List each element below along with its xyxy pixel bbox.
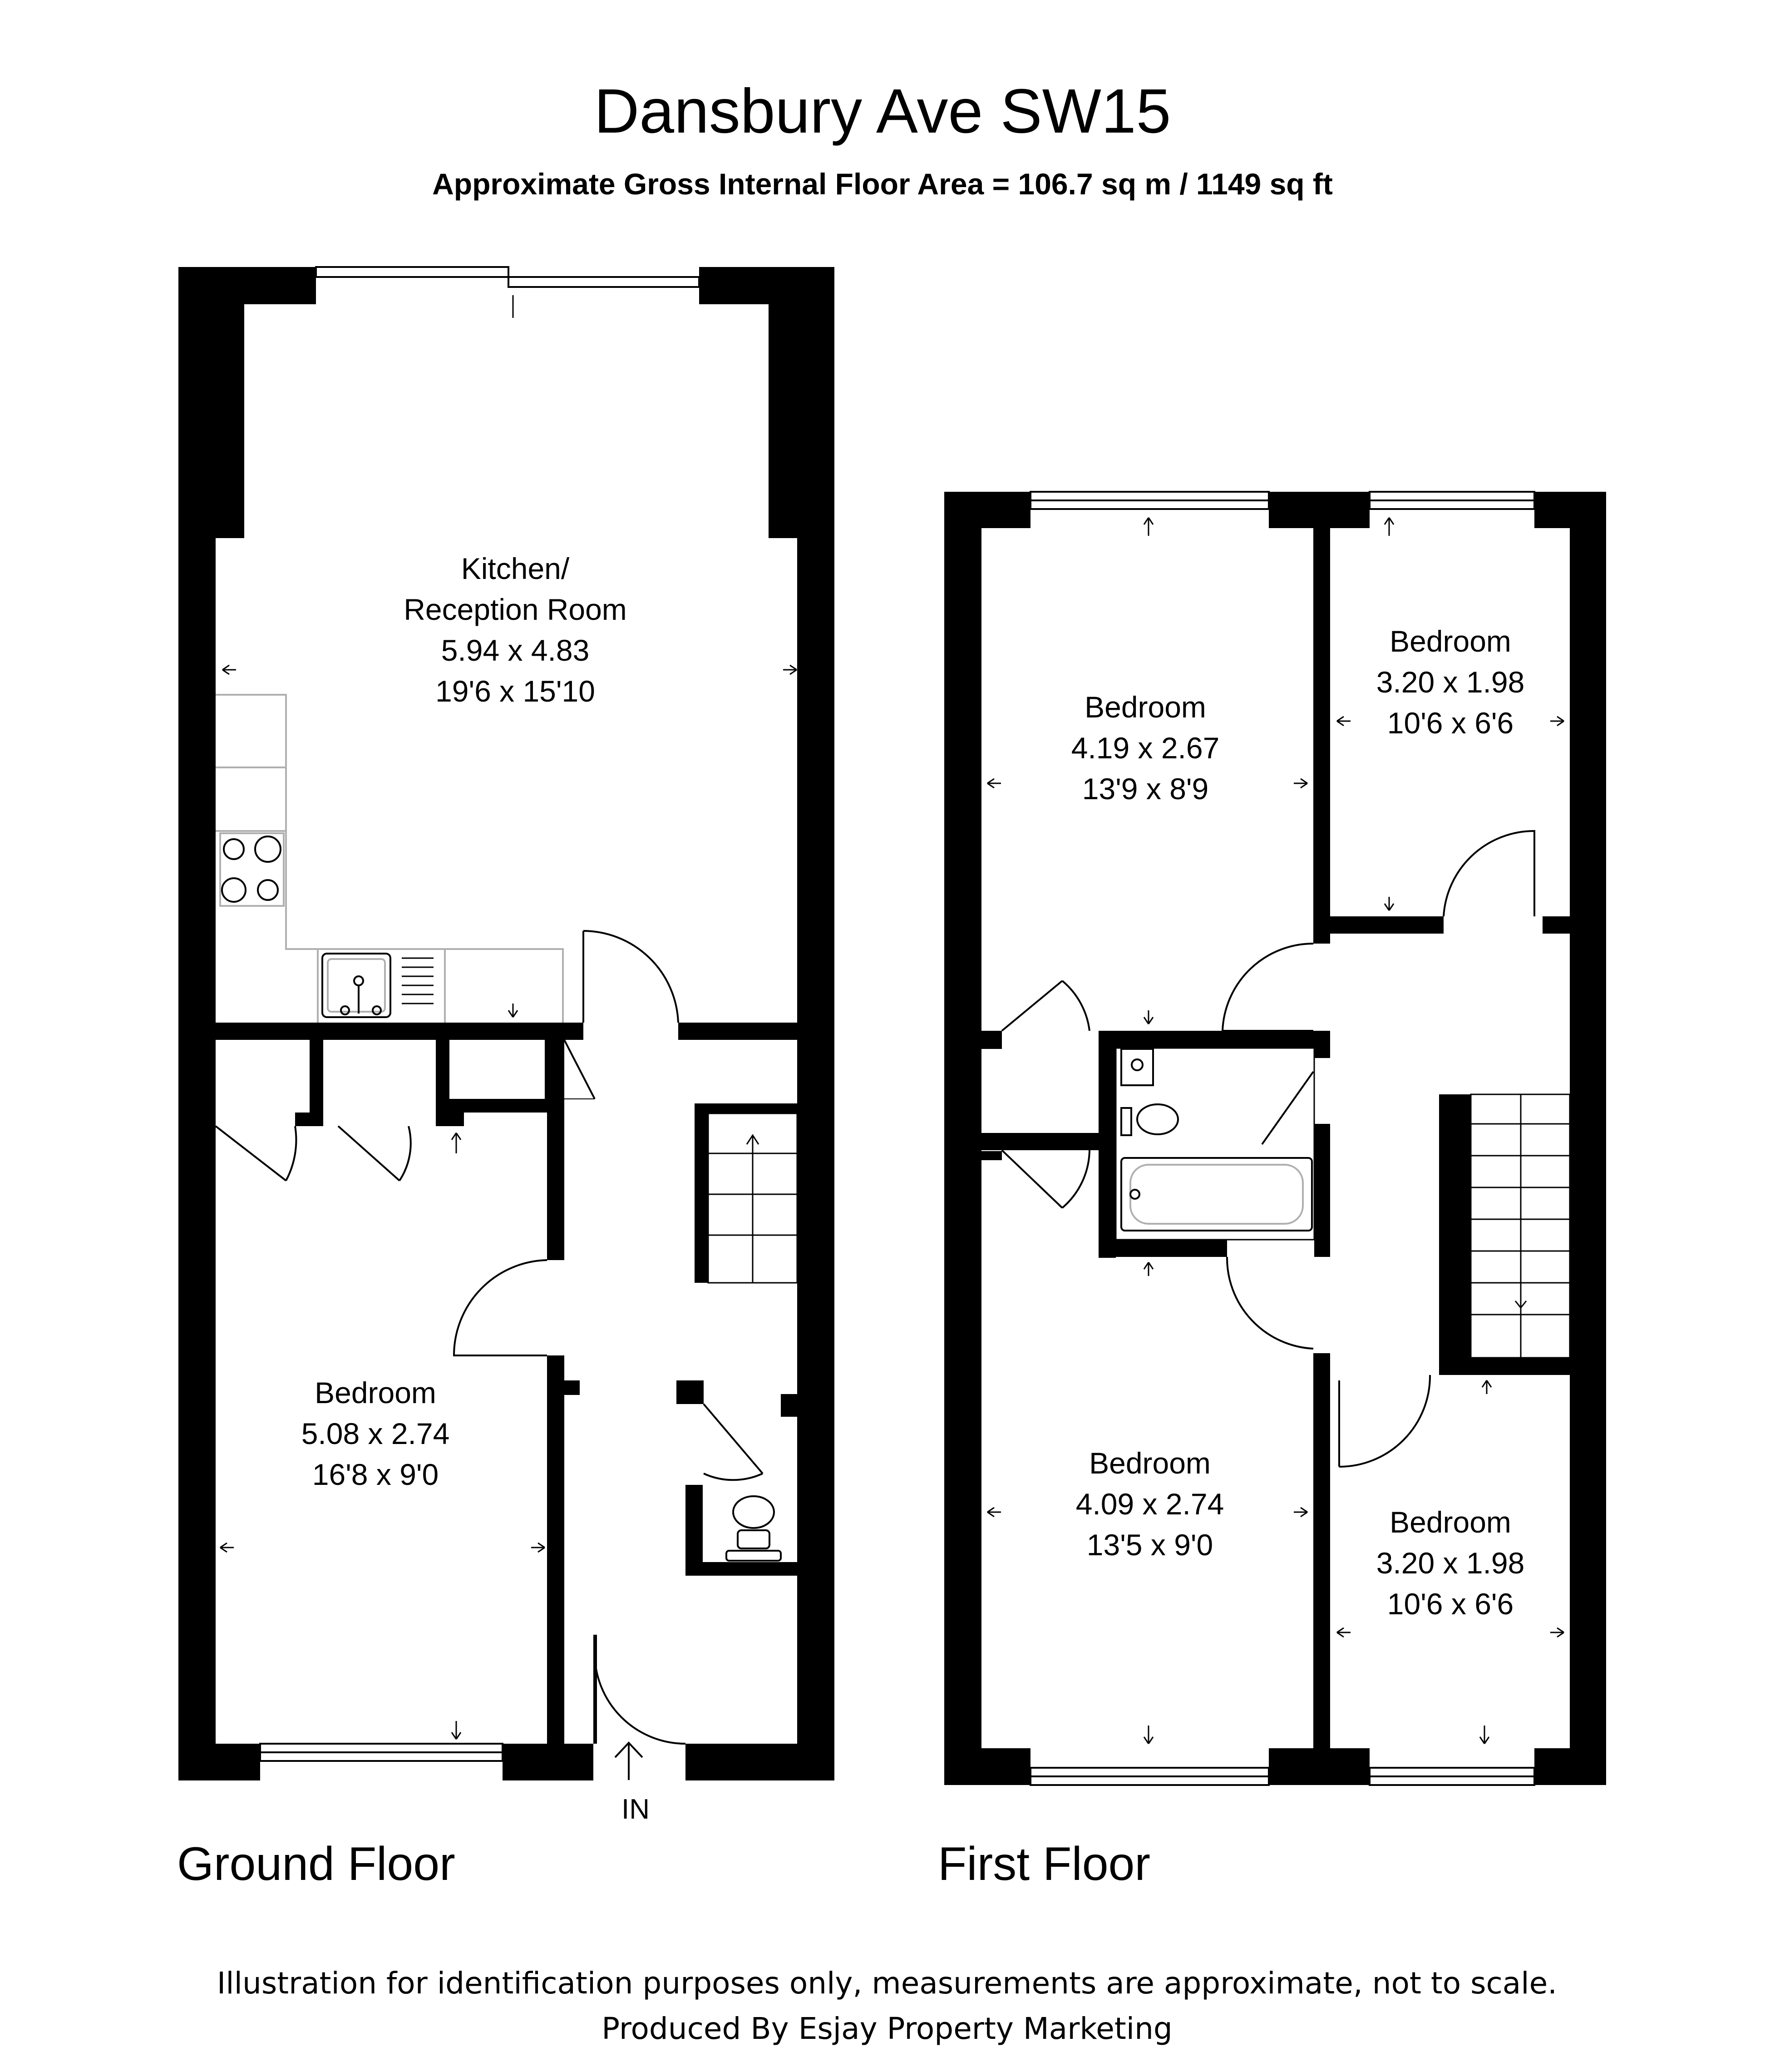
room-imperial-size: 19'6 x 15'10	[435, 674, 595, 708]
first-floor-dimension-arrows	[987, 517, 1564, 1744]
room-name: Bedroom	[1085, 690, 1206, 724]
room-metric-size: 5.94 x 4.83	[441, 633, 590, 667]
room-name: Bedroom	[1089, 1446, 1211, 1480]
room-name: Bedroom	[1390, 624, 1511, 658]
toilet-icon	[1136, 1103, 1179, 1135]
bath-icon	[1120, 1157, 1313, 1231]
ground-floor-dimension-arrows	[220, 295, 797, 1740]
room-imperial-size: 13'5 x 9'0	[1087, 1528, 1213, 1562]
wc-toilet-icon	[725, 1495, 782, 1562]
disclaimer-text: Illustration for identification purposes…	[217, 1966, 1557, 2001]
room-metric-size: 3.20 x 1.98	[1376, 665, 1525, 699]
ground-bedroom-label: Bedroom 5.08 x 2.74 16'8 x 9'0	[301, 1376, 450, 1491]
first-floor-windows	[1030, 491, 1535, 1786]
entrance-arrow-icon	[614, 1741, 643, 1780]
room-name-line2: Reception Room	[404, 593, 627, 626]
ground-floor-doors	[215, 930, 764, 1745]
room-imperial-size: 10'6 x 6'6	[1387, 1587, 1514, 1621]
ground-floor-label: Ground Floor	[177, 1838, 455, 1890]
entrance-label: IN	[621, 1794, 650, 1825]
room-metric-size: 5.08 x 2.74	[301, 1417, 450, 1450]
room-imperial-size: 16'8 x 9'0	[312, 1458, 439, 1491]
first-floor-walls	[944, 492, 1606, 1785]
room-name: Kitchen/	[461, 552, 570, 585]
first-floor-doors	[1001, 830, 1535, 1468]
ground-floor-walls	[178, 267, 834, 1780]
bathroom-fixtures	[1115, 1047, 1315, 1241]
first-floor-plan: Bedroom 4.19 x 2.67 13'9 x 8'9 Bedroom 3…	[938, 491, 1606, 1890]
ground-floor-windows	[259, 266, 700, 1762]
floor-area-subtitle: Approximate Gross Internal Floor Area = …	[432, 167, 1333, 201]
kitchen-units	[216, 694, 564, 1023]
credit-text: Produced By Esjay Property Marketing	[601, 2011, 1173, 2046]
room-imperial-size: 13'9 x 8'9	[1082, 772, 1208, 806]
kitchen-sink-icon	[321, 953, 434, 1018]
room-metric-size: 4.09 x 2.74	[1076, 1487, 1224, 1521]
hob-icon	[219, 832, 285, 907]
ground-floor-plan: Kitchen/ Reception Room 5.94 x 4.83 19'6…	[177, 266, 834, 1890]
bedroom-1-label: Bedroom 4.19 x 2.67 13'9 x 8'9	[1071, 690, 1220, 806]
ground-floor-door-thresholds	[545, 1040, 597, 1744]
basin-icon	[1120, 1048, 1154, 1086]
room-imperial-size: 10'6 x 6'6	[1387, 706, 1514, 740]
room-name: Bedroom	[315, 1376, 436, 1409]
room-name: Bedroom	[1390, 1505, 1511, 1539]
room-metric-size: 3.20 x 1.98	[1376, 1546, 1525, 1580]
bedroom-4-label: Bedroom 3.20 x 1.98 10'6 x 6'6	[1376, 1505, 1525, 1621]
room-metric-size: 4.19 x 2.67	[1071, 731, 1220, 765]
bedroom-2-label: Bedroom 3.20 x 1.98 10'6 x 6'6	[1376, 624, 1525, 740]
first-floor-stairs	[1443, 1093, 1571, 1359]
bedroom-3-label: Bedroom 4.09 x 2.74 13'5 x 9'0	[1076, 1446, 1224, 1562]
plan-title: Dansbury Ave SW15	[594, 76, 1171, 146]
kitchen-reception-label: Kitchen/ Reception Room 5.94 x 4.83 19'6…	[404, 552, 627, 708]
ground-floor-stairs	[707, 1113, 798, 1284]
first-floor-label: First Floor	[938, 1838, 1150, 1890]
